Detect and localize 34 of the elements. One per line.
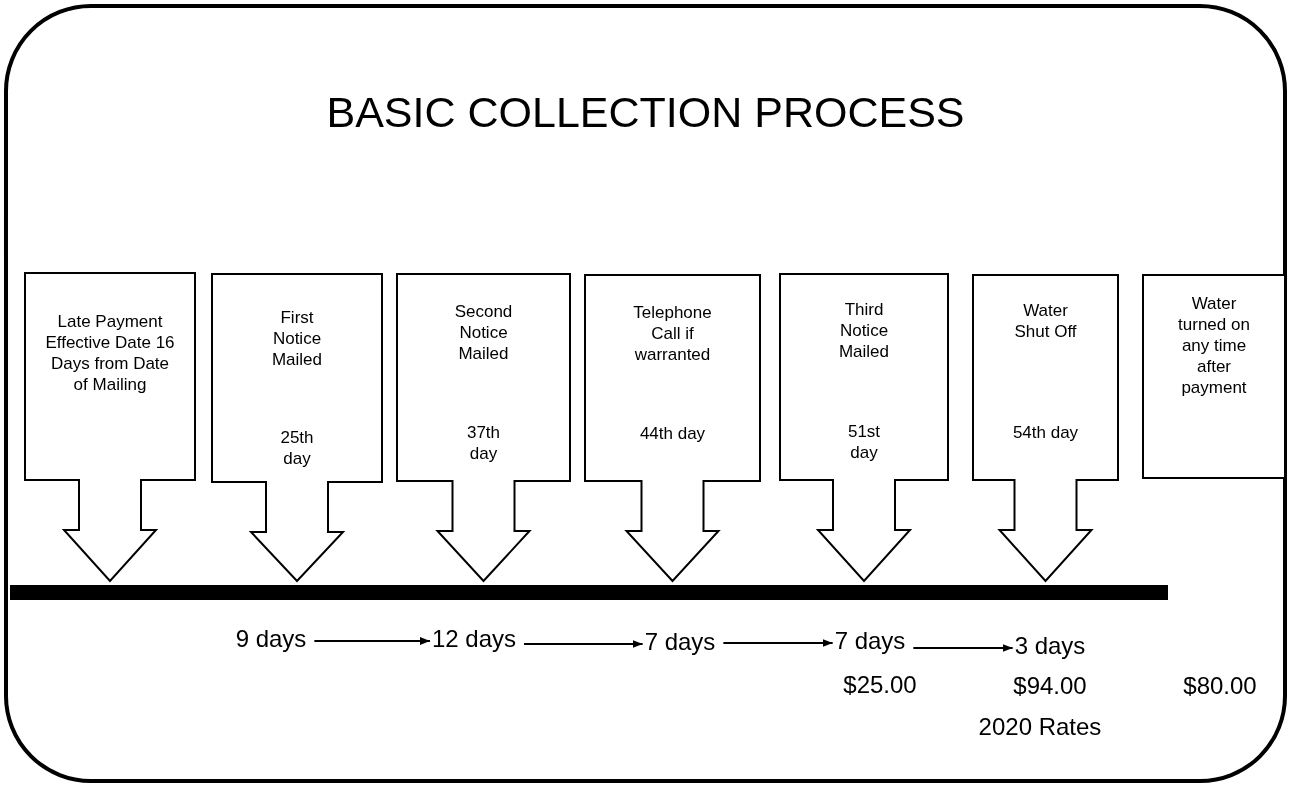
- fee-amount: $94.00: [1013, 672, 1087, 700]
- arrow: [313, 637, 431, 645]
- day-text: 54th day: [1011, 422, 1080, 443]
- interval-text: 7 days: [644, 628, 716, 656]
- step-text: Water Shut Off: [1013, 300, 1078, 342]
- arrow: [912, 644, 1014, 652]
- day-text: 44th day: [638, 423, 707, 444]
- fee-amount: $25.00: [843, 671, 917, 699]
- step-text: Water turned on any time after payment: [1177, 293, 1251, 398]
- interval-text: 7 days: [834, 627, 906, 655]
- interval-text: 12 days: [431, 625, 517, 653]
- timeline-bar: [10, 585, 1168, 600]
- arrow: [523, 640, 644, 648]
- arrow-callout-box: [973, 275, 1118, 582]
- arrow-callout-box: [212, 274, 382, 582]
- interval-text: 9 days: [235, 625, 307, 653]
- step-text: Telephone Call if warranted: [632, 302, 713, 365]
- process-box: [1143, 275, 1285, 478]
- fee-amount: $80.00: [1183, 672, 1257, 700]
- title: BASIC COLLECTION PROCESS: [325, 88, 966, 137]
- day-text: 51st day: [846, 421, 882, 463]
- arrow-callout-box: [585, 275, 760, 582]
- step-text: First Notice Mailed: [270, 307, 324, 370]
- step-text: Late Payment Effective Date 16 Days from Date of Mailing: [44, 311, 176, 395]
- note-text: 2020 Rates: [978, 713, 1102, 741]
- arrow-callout-box: [25, 273, 195, 582]
- step-text: Second Notice Mailed: [453, 301, 514, 364]
- day-text: 37th day: [465, 422, 502, 464]
- arrow-callout-box: [780, 274, 948, 582]
- step-text: Third Notice Mailed: [837, 299, 891, 362]
- day-text: 25th day: [279, 427, 315, 469]
- interval-text: 3 days: [1014, 632, 1086, 660]
- arrow: [722, 639, 834, 647]
- arrow-callout-box: [397, 274, 570, 582]
